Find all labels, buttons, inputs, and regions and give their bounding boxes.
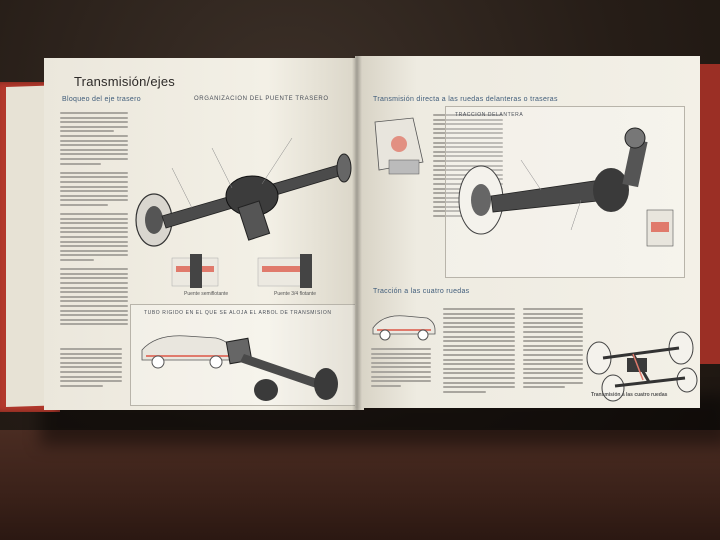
right-heading-bottom: Tracción a las cuatro ruedas [373,288,470,295]
four-wheel-drive-diagram [586,331,698,402]
text-column-right-bottom-2 [443,308,515,395]
front-drive-diagram [458,127,674,247]
right-page: Transmisión directa a las ruedas delante… [355,56,700,408]
right-heading-top: Transmisión directa a las ruedas delante… [373,96,558,103]
caption-three-quarter-floating: Puente 3/4 flotante [274,291,316,297]
table-surface [0,430,720,540]
text-column-left [60,112,128,328]
left-page: Transmisión/ejes Bloqueo del eje trasero… [44,58,364,410]
caption-four-wheel: Transmisión a las cuatro ruedas [591,392,668,398]
page-title: Transmisión/ejes [74,74,175,89]
diagram-title: ORGANIZACION DEL PUENTE TRASERO [194,96,329,102]
car-side-diagram [372,315,436,341]
column-heading: Bloqueo del eje trasero [62,96,141,103]
torque-tube-diagram [141,335,338,401]
caption-semi-floating: Puente semiflotante [184,291,229,297]
rear-axle-diagram [135,137,352,288]
text-column-left-bottom [60,348,122,389]
book-gutter [352,56,362,410]
front-drive-label: TRACCION DELANTERA [455,112,524,118]
bottom-diagram-title: TUBO RIGIDO EN EL QUE SE ALOJA EL ARBOL … [144,310,332,316]
car-body-diagram [374,117,424,175]
text-column-right-bottom-1 [371,348,431,389]
text-column-right-bottom-3 [523,308,583,391]
